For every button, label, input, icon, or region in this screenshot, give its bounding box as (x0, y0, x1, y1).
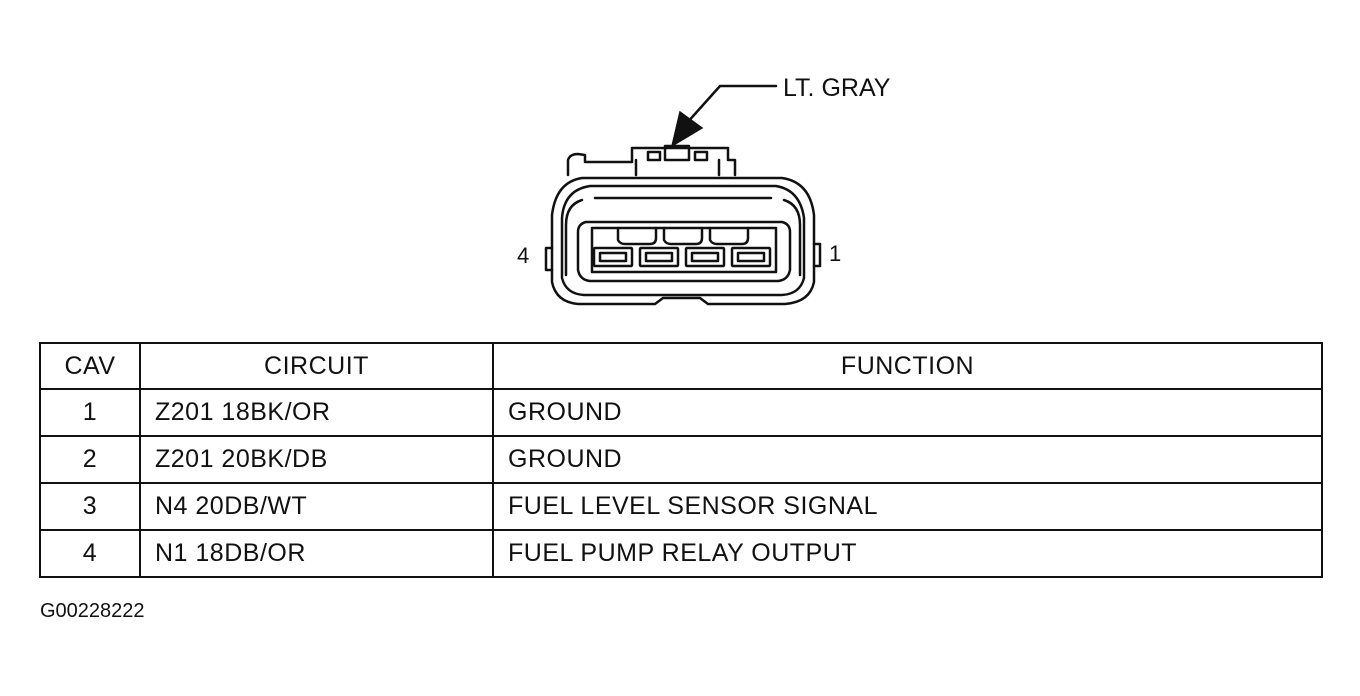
cav-cell: 4 (39, 529, 141, 578)
table-header-row: CAV CIRCUIT FUNCTION (39, 342, 1323, 390)
terminal-4 (592, 246, 634, 268)
table-row: 1 Z201 18BK/OR GROUND (39, 388, 1323, 437)
circuit-cell: Z201 20BK/DB (139, 435, 494, 484)
connector-diagram: LT. GRAY 4 1 (517, 74, 891, 306)
cav-header: CAV (39, 342, 141, 390)
cav-cell: 1 (39, 388, 141, 437)
cav-cell: 2 (39, 435, 141, 484)
circuit-cell: Z201 18BK/OR (139, 388, 494, 437)
connector-housing (544, 176, 822, 306)
function-cell: GROUND (492, 435, 1323, 484)
function-header: FUNCTION (492, 342, 1323, 390)
callout-arrow-icon (670, 110, 704, 148)
terminal-3 (638, 246, 680, 268)
function-cell: FUEL LEVEL SENSOR SIGNAL (492, 482, 1323, 531)
function-cell: FUEL PUMP RELAY OUTPUT (492, 529, 1323, 578)
cav-cell: 3 (39, 482, 141, 531)
circuit-header: CIRCUIT (139, 342, 494, 390)
table-row: 3 N4 20DB/WT FUEL LEVEL SENSOR SIGNAL (39, 482, 1323, 531)
callout-leader-line (684, 84, 778, 126)
table-row: 2 Z201 20BK/DB GROUND (39, 435, 1323, 484)
terminal-1 (730, 246, 772, 268)
terminal-cavities (592, 246, 772, 268)
pin-right-label: 1 (829, 241, 841, 266)
figure-id: G00228222 (40, 600, 145, 622)
pin-left-label: 4 (517, 243, 529, 268)
function-cell: GROUND (492, 388, 1323, 437)
terminal-2 (684, 246, 726, 268)
table-row: 4 N1 18DB/OR FUEL PUMP RELAY OUTPUT (39, 529, 1323, 578)
callout-label: LT. GRAY (783, 74, 891, 102)
pinout-table: CAV CIRCUIT FUNCTION 1 Z201 18BK/OR GROU… (39, 342, 1323, 578)
connector-latch (566, 144, 737, 177)
circuit-cell: N1 18DB/OR (139, 529, 494, 578)
circuit-cell: N4 20DB/WT (139, 482, 494, 531)
